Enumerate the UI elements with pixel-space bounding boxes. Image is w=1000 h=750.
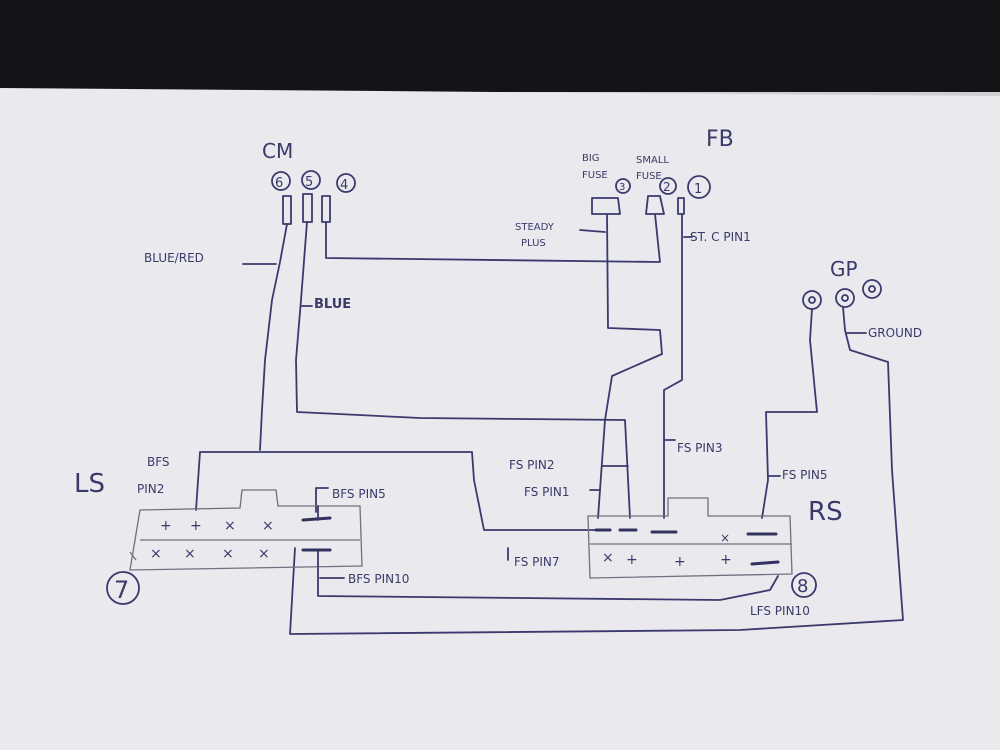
svg-text:+: + bbox=[190, 518, 202, 534]
svg-text:+: + bbox=[674, 554, 686, 570]
fs-pin7-label: FS PIN7 bbox=[514, 555, 560, 569]
svg-text:×: × bbox=[602, 550, 614, 566]
st-c-pin1-label: ST. C PIN1 bbox=[690, 230, 751, 244]
ls-pin-7: 7 bbox=[106, 571, 140, 605]
svg-text:×: × bbox=[150, 546, 162, 562]
bfs-pin2-label-2: PIN2 bbox=[137, 482, 164, 496]
fb-pin-2: 2 bbox=[659, 177, 677, 195]
wires bbox=[195, 213, 904, 635]
fs-pin3-label: FS PIN3 bbox=[677, 441, 723, 455]
gp-terminal-middle bbox=[835, 288, 855, 308]
cm-pin-5: 5 bbox=[301, 170, 321, 190]
gp-terminal-right bbox=[862, 279, 882, 299]
fs-pin5-label: FS PIN5 bbox=[782, 468, 828, 482]
fs-pin2-label: FS PIN2 bbox=[509, 458, 555, 472]
module-rs-label: RS bbox=[808, 497, 843, 527]
rs-pin-8: 8 bbox=[791, 572, 817, 598]
svg-text:×: × bbox=[184, 546, 196, 562]
steady-plus-label-2: PLUS bbox=[521, 238, 546, 249]
svg-text:8: 8 bbox=[797, 576, 808, 597]
svg-text:1: 1 bbox=[694, 182, 702, 197]
small-fuse-label: SMALL bbox=[636, 155, 669, 166]
background-dark-area bbox=[0, 0, 1000, 92]
svg-text:2: 2 bbox=[663, 180, 671, 194]
svg-text:+: + bbox=[160, 518, 172, 534]
module-gp-label: GP bbox=[830, 257, 858, 281]
bfs-pin5-label: BFS PIN5 bbox=[332, 487, 386, 501]
svg-text:×: × bbox=[720, 531, 730, 545]
fb-pin-1: 1 bbox=[687, 175, 711, 199]
fb-connector-big-fuse bbox=[591, 197, 621, 215]
svg-text:×: × bbox=[258, 546, 270, 562]
svg-text:+: + bbox=[720, 552, 732, 568]
svg-text:4: 4 bbox=[340, 178, 348, 193]
svg-text:5: 5 bbox=[305, 175, 313, 190]
blue-red-label: BLUE/RED bbox=[144, 251, 204, 265]
ls-connector: + + × × × × × × bbox=[129, 489, 363, 571]
cm-pin-6: 6 bbox=[271, 171, 291, 191]
small-fuse-label-2: FUSE bbox=[636, 171, 662, 182]
svg-text:×: × bbox=[222, 546, 234, 562]
svg-text:3: 3 bbox=[619, 182, 625, 193]
lfs-pin10-label: LFS PIN10 bbox=[750, 604, 810, 618]
fs-pin1-label: FS PIN1 bbox=[524, 485, 570, 499]
fb-pin-3: 3 bbox=[615, 178, 631, 194]
big-fuse-label-2: FUSE bbox=[582, 170, 608, 181]
cm-pin-4: 4 bbox=[336, 173, 356, 193]
blue-label: BLUE bbox=[314, 297, 351, 312]
rs-connector: × + + + × bbox=[587, 497, 793, 579]
fb-connector-st-c bbox=[677, 197, 685, 215]
big-fuse-label: BIG bbox=[582, 153, 600, 164]
svg-text:6: 6 bbox=[275, 176, 283, 191]
ground-label: GROUND bbox=[868, 326, 922, 340]
steady-plus-label: STEADY bbox=[515, 222, 555, 233]
fb-connector-small-fuse bbox=[645, 195, 665, 215]
module-cm-label: CM bbox=[262, 139, 293, 163]
svg-text:×: × bbox=[224, 518, 236, 534]
svg-text:+: + bbox=[626, 552, 638, 568]
bfs-pin2-label: BFS bbox=[147, 455, 170, 469]
module-ls-label: LS bbox=[74, 469, 105, 499]
module-fb-label: FB bbox=[706, 127, 734, 152]
bfs-pin10-label: BFS PIN10 bbox=[348, 572, 409, 586]
svg-text:×: × bbox=[262, 518, 274, 534]
svg-text:7: 7 bbox=[114, 576, 129, 604]
